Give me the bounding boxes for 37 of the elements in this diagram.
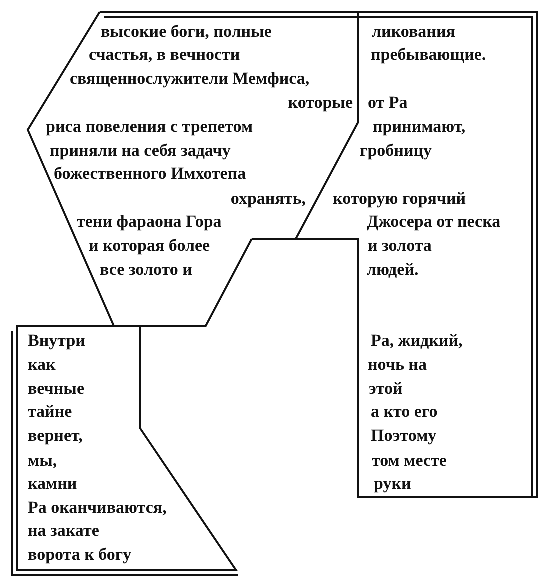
poem-line: ночь на [368, 355, 427, 375]
poem-line: руки [374, 474, 412, 494]
poem-line: вечные [28, 379, 85, 399]
poem-line: а кто его [371, 402, 438, 422]
poem-line: мы, [28, 451, 58, 471]
poem-line: вернет, [28, 426, 83, 446]
poem-line: ликования [372, 22, 456, 42]
poem-line: этой [369, 379, 403, 399]
poem-line: охранять, [230, 189, 306, 209]
poem-line: тайне [28, 402, 72, 422]
poem-line: и золота [368, 236, 432, 256]
poem-line: Внутри [28, 331, 86, 351]
poem-line: Поэтому [371, 426, 437, 446]
poem-line: божественного Имхотепа [54, 164, 246, 184]
poem-line: людей. [367, 260, 419, 280]
poem-line: том месте [372, 451, 447, 471]
poem-line: на закате [28, 521, 100, 541]
poem-line: тени фараона Гора [77, 212, 222, 232]
poem-line: гробницу [360, 141, 432, 161]
poem-line: камни [28, 474, 78, 494]
poem-line: все золото и [100, 260, 192, 280]
poem-line: Джосера от песка [367, 212, 501, 232]
poem-line: принимают, [373, 117, 466, 137]
poem-line: которые [288, 93, 353, 113]
poem-line: и которая более [89, 236, 210, 256]
poem-line: высокие боги, полные [101, 22, 272, 42]
poem-line: риса повеления с трепетом [46, 117, 254, 137]
poem-line: счастья, в вечности [89, 45, 240, 65]
poem-line: Ра оканчиваются, [28, 498, 167, 518]
poem-line: пребывающие. [371, 45, 486, 65]
poem-line: ворота к богу [28, 545, 132, 565]
poem-line: приняли на себя задачу [50, 141, 231, 161]
poem-line: от Ра [368, 93, 408, 113]
poem-line: которую горячий [333, 189, 466, 209]
poem-line: Ра, жидкий, [371, 331, 463, 351]
poem-line: как [28, 355, 56, 375]
poem-line: священнослужители Мемфиса, [70, 69, 310, 89]
